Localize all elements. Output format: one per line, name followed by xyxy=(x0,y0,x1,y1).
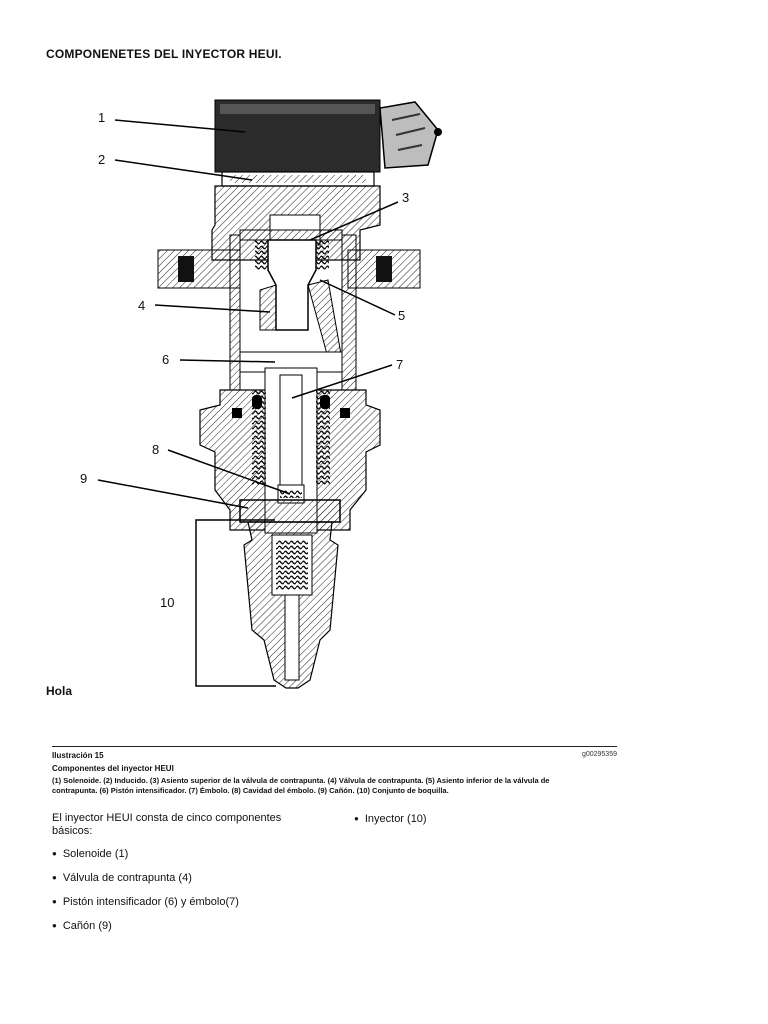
page-title: COMPONENETES DEL INYECTOR HEUI. xyxy=(46,47,282,61)
callout-6: 6 xyxy=(162,352,169,367)
list-item: Cañón (9) xyxy=(52,919,322,933)
list-item: Inyector (10) xyxy=(354,812,614,826)
callout-4: 4 xyxy=(138,298,145,313)
caption-heading: Ilustración 15 xyxy=(52,751,104,760)
caption-reference: g00295359 xyxy=(581,751,617,758)
left-column: El inyector HEUI consta de cinco compone… xyxy=(52,812,322,943)
solenoid-part xyxy=(214,99,442,173)
list-item: Solenoide (1) xyxy=(52,847,322,861)
injector-body xyxy=(157,185,421,689)
callout-9: 9 xyxy=(80,471,87,486)
callout-5: 5 xyxy=(398,308,405,323)
callout-8: 8 xyxy=(152,442,159,457)
callout-10: 10 xyxy=(160,595,174,610)
armature-part xyxy=(221,171,375,187)
leader-lines xyxy=(97,119,399,687)
figure-caption: Ilustración 15 g00295359 Componentes del… xyxy=(52,746,617,796)
callout-3: 3 xyxy=(402,190,409,205)
hola-text: Hola xyxy=(46,684,73,698)
caption-subtitle: Componentes del inyector HEUI xyxy=(52,764,174,773)
caption-legend-line: contrapunta. (6) Pistón intensificador. … xyxy=(52,786,449,795)
caption-rule xyxy=(52,746,617,747)
intro-paragraph: El inyector HEUI consta de cinco compone… xyxy=(52,812,282,837)
right-column: Inyector (10) xyxy=(354,812,614,836)
injector-diagram: 1 2 3 4 5 6 7 8 9 10 xyxy=(80,99,442,689)
callout-7: 7 xyxy=(396,357,403,372)
callout-1: 1 xyxy=(98,110,105,125)
list-item: Pistón intensificador (6) y émbolo(7) xyxy=(52,895,322,909)
caption-header: Ilustración 15 g00295359 xyxy=(52,751,617,760)
callout-2: 2 xyxy=(98,152,105,167)
caption-legend: (1) Solenoide. (2) Inducido. (3) Asiento… xyxy=(52,776,617,796)
list-item: Válvula de contrapunta (4) xyxy=(52,871,322,885)
caption-legend-line: (1) Solenoide. (2) Inducido. (3) Asiento… xyxy=(52,776,550,785)
